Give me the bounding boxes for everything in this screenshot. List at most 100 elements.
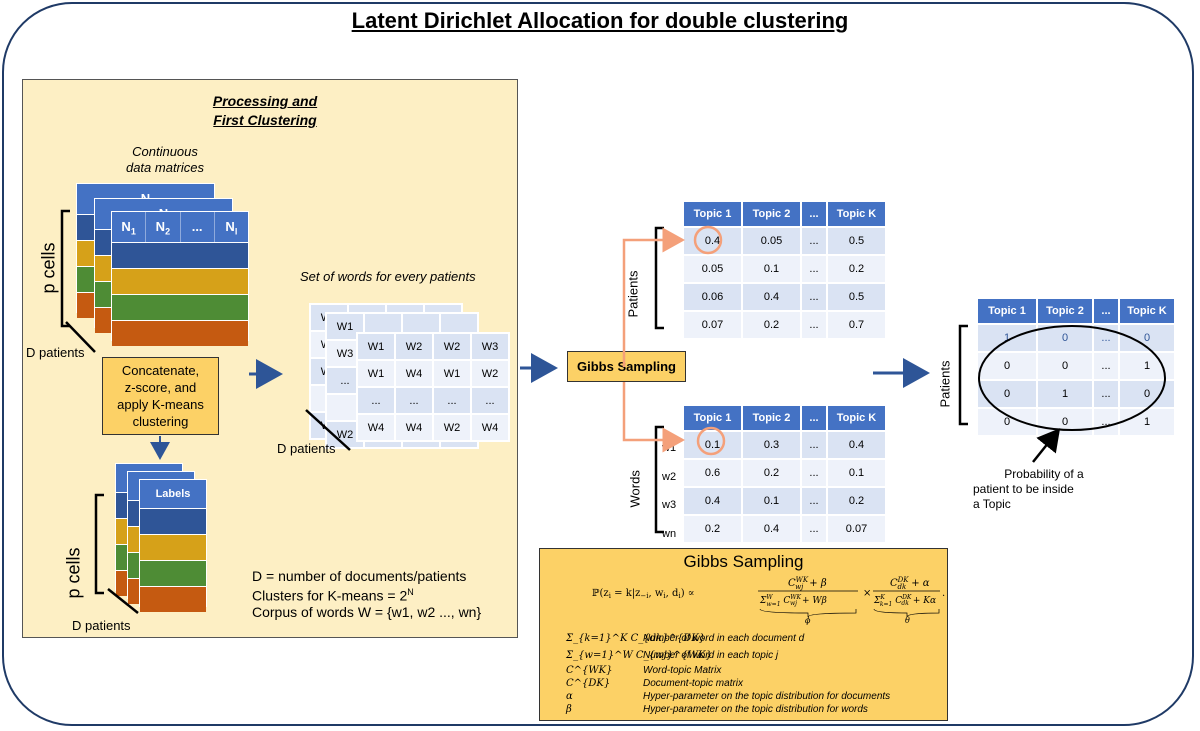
- definition-clusters: Clusters for K-means = 2N: [252, 584, 481, 604]
- definition-corpus: Corpus of words W = {w1, w2 ..., wn}: [252, 603, 482, 620]
- legend-sym-5: α: [566, 691, 573, 702]
- p-cells-bracket-top: [60, 209, 70, 328]
- pt-2-3: 0.5: [826, 282, 887, 312]
- wt-0-3: 0.4: [826, 430, 887, 460]
- pt-2-2: ...: [800, 282, 828, 312]
- process-line-3: apply K-means: [117, 397, 204, 412]
- matrix-header-n2: N2: [146, 212, 181, 242]
- legend-desc-6: Hyper-parameter on the topic distributio…: [643, 704, 868, 715]
- wt-3-2: ...: [800, 514, 828, 544]
- w-3-0: W4: [356, 413, 396, 442]
- legend-row-5: α Hyper-parameter on the topic distributi…: [566, 691, 946, 705]
- rt-2-1: 1: [1036, 379, 1094, 409]
- wt-1-2: ...: [800, 458, 828, 488]
- wt-header-3: ...: [800, 404, 828, 432]
- panel-heading-line2: First Clustering: [213, 112, 317, 128]
- pt-header-1: Topic 1: [682, 200, 743, 228]
- definition-documents: D = number of documents/patients: [252, 568, 467, 584]
- legend-sym-3: C^{WK}: [566, 665, 613, 676]
- legend-row-6: β Hyper-parameter on the topic distributi…: [566, 704, 946, 718]
- legend-sym-4: C^{DK}: [566, 678, 611, 689]
- probability-note-line2: patient to be inside: [973, 482, 1074, 496]
- matrices-label-line2: data matrices: [125, 160, 205, 175]
- wt-3-1: 0.4: [741, 514, 802, 544]
- legend-sym-2: Σ_{w=1}^W C_{wj}^{WK}: [566, 650, 712, 661]
- process-line-1: Concatenate,: [121, 363, 200, 378]
- labels-header: Labels: [140, 480, 206, 508]
- probability-arrow: [1032, 428, 1061, 463]
- rt-2-2: ...: [1092, 379, 1120, 409]
- wt-header-4: Topic K: [826, 404, 887, 432]
- gibbs-sampling-box: Gibbs Sampling: [567, 351, 686, 382]
- legend-sym-6: β: [566, 704, 572, 715]
- d-patients-tick-words: [305, 409, 351, 451]
- pt-1-2: ...: [800, 254, 828, 284]
- eq-phi: ϕ: [805, 616, 811, 625]
- wt-3-3: 0.07: [826, 514, 887, 544]
- eq-times: ×: [863, 588, 871, 599]
- side-word-1: W1: [325, 312, 365, 341]
- pt-3-1: 0.2: [741, 310, 802, 340]
- kmeans-process-box: Concatenate, z-score, and apply K-means …: [102, 357, 219, 435]
- w-2-0: ...: [356, 386, 396, 415]
- w-1-1: W4: [394, 359, 434, 388]
- words-label: Set of words for every patients: [300, 269, 476, 284]
- rt-0-3: 0: [1118, 323, 1176, 353]
- rt-3-2: ...: [1092, 407, 1120, 437]
- pt-1-3: 0.2: [826, 254, 887, 284]
- d-patients-label-words: D patients: [277, 441, 336, 456]
- rt-1-1: 0: [1036, 351, 1094, 381]
- wt-2-1: 0.1: [741, 486, 802, 516]
- pt-0-3: 0.5: [826, 226, 887, 256]
- pt-3-2: ...: [800, 310, 828, 340]
- w-0-3: W3: [470, 332, 510, 361]
- process-line-2: z-score, and: [124, 380, 197, 395]
- legend-desc-2: Number of word in each topic j: [643, 650, 779, 661]
- w-2-1: ...: [394, 386, 434, 415]
- wt-header-1: Topic 1: [682, 404, 743, 432]
- wt-2-0: 0.4: [682, 486, 743, 516]
- legend-desc-4: Document-topic matrix: [643, 678, 744, 689]
- rt-header-3: ...: [1092, 297, 1120, 325]
- rt-1-2: ...: [1092, 351, 1120, 381]
- rt-0-0: 1: [976, 323, 1038, 353]
- w-2-2: ...: [432, 386, 472, 415]
- pt-0-2: ...: [800, 226, 828, 256]
- arrow-to-patients-table: [622, 227, 685, 367]
- result-bracket: [958, 324, 968, 426]
- matrix-header-ellipsis: ...: [181, 212, 215, 242]
- result-ellipse: [978, 325, 1166, 431]
- pt-0-1: 0.05: [741, 226, 802, 256]
- rt-header-4: Topic K: [1118, 297, 1176, 325]
- rt-3-3: 1: [1118, 407, 1176, 437]
- gibbs-panel-title: Gibbs Sampling: [683, 552, 804, 571]
- probability-note-line1: Probability of a: [1004, 467, 1084, 481]
- legend-desc-3: Word-topic Matrix: [643, 665, 722, 676]
- patients-bracket: [654, 226, 664, 330]
- legend-row-3: C^{WK} Word-topic Matrix: [566, 665, 946, 679]
- legend-desc-5: Hyper-parameter on the topic distributio…: [643, 691, 891, 702]
- gibbs-legend: Σ_{k=1}^K C_{dk}^{DK} Number of word in e…: [566, 633, 946, 718]
- arrow-to-words-table: [622, 382, 685, 453]
- legend-row-1: Σ_{k=1}^K C_{dk}^{DK}Number of word in e…: [566, 633, 946, 647]
- legend-sym-1: Σ_{k=1}^K C_{dk}^{DK}: [566, 633, 706, 644]
- pt-header-2: Topic 2: [741, 200, 802, 228]
- wt-0-1: 0.3: [741, 430, 802, 460]
- wt-1-3: 0.1: [826, 458, 887, 488]
- rt-2-3: 0: [1118, 379, 1176, 409]
- pt-1-0: 0.05: [682, 254, 743, 284]
- gibbs-formula-panel: Gibbs Sampling ℙ(zi = k|z−i, wi, di) ∝ C…: [539, 548, 948, 721]
- panel-heading-line1: Processing and: [212, 93, 318, 109]
- w-3-3: W4: [470, 413, 510, 442]
- rt-0-1: 0: [1036, 323, 1094, 353]
- eq-period: .: [942, 588, 945, 599]
- word-row-label-3: w3: [662, 499, 677, 511]
- probability-note: Probability of a patient to be inside a …: [973, 467, 1115, 512]
